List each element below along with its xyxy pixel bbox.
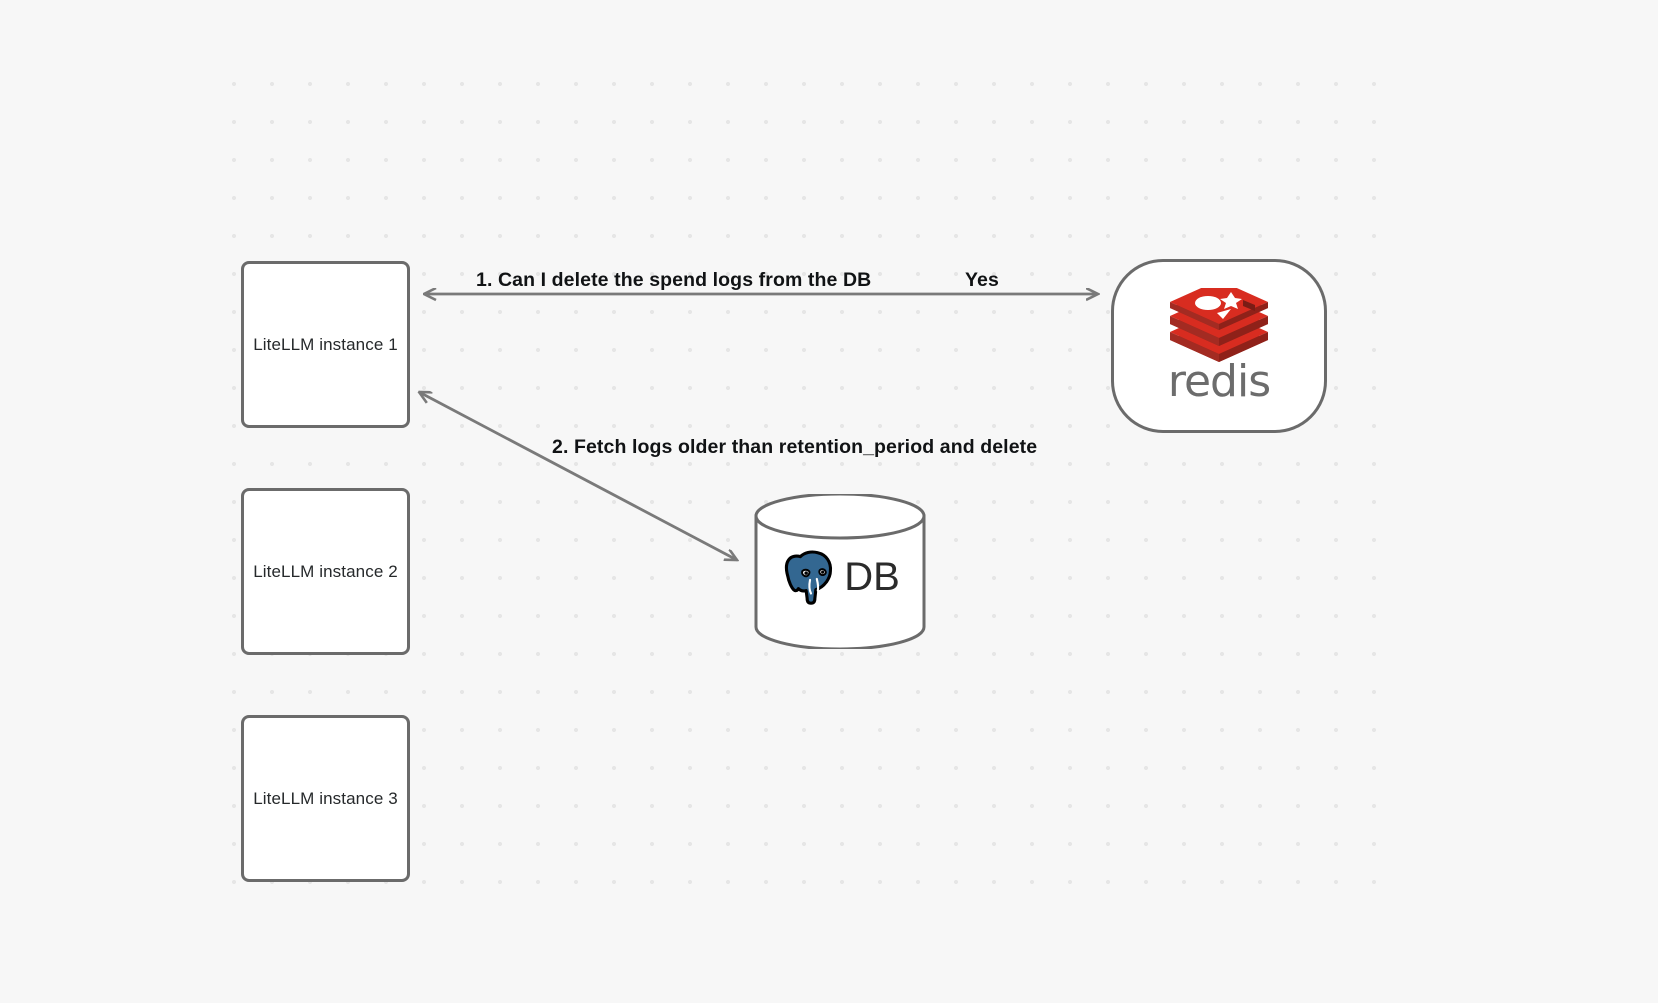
edge-litellm1-db[interactable]: [419, 392, 737, 560]
edge-label-step-2: 2. Fetch logs older than retention_perio…: [552, 436, 1038, 458]
postgresql-elephant-icon: [785, 549, 833, 605]
node-label: LiteLLM instance 3: [253, 788, 398, 808]
edge-label-yes: Yes: [965, 269, 999, 291]
node-db[interactable]: DB: [753, 494, 927, 649]
db-label: DB: [844, 555, 900, 599]
node-label: LiteLLM instance 1: [253, 334, 398, 354]
node-litellm-instance-3[interactable]: LiteLLM instance 3: [241, 715, 410, 882]
redis-logo-icon: [1170, 288, 1268, 362]
edge-label-step-1: 1. Can I delete the spend logs from the …: [476, 269, 872, 291]
node-litellm-instance-2[interactable]: LiteLLM instance 2: [241, 488, 410, 655]
node-litellm-instance-1[interactable]: LiteLLM instance 1: [241, 261, 410, 428]
cylinder-shape: [754, 494, 926, 649]
redis-wordmark: redis: [1167, 356, 1271, 407]
node-redis[interactable]: redis: [1111, 259, 1327, 433]
node-label: LiteLLM instance 2: [253, 561, 398, 581]
